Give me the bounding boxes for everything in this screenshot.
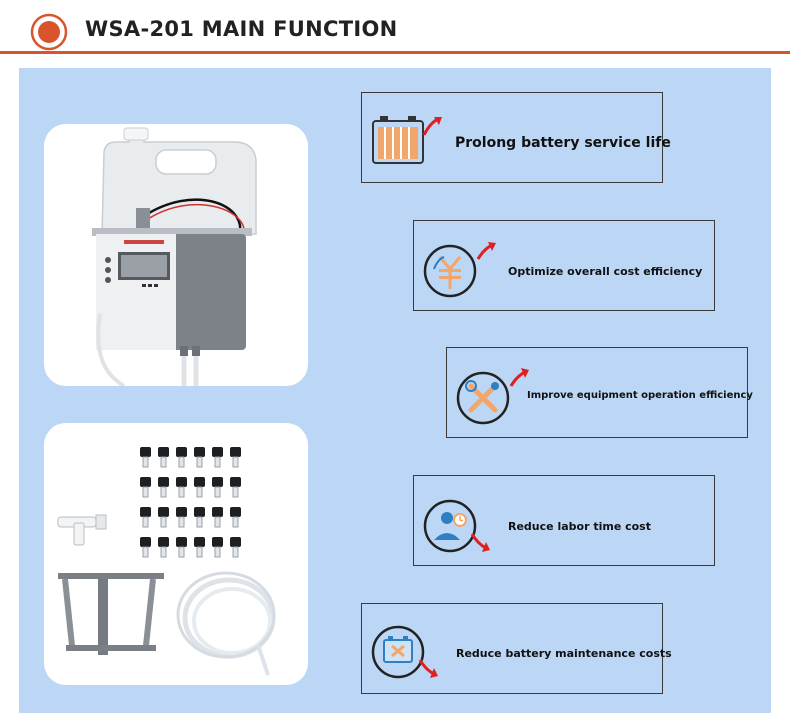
feature-box-operation-efficiency: Improve equipment operation efficiency <box>446 347 753 438</box>
drip-nozzle <box>212 537 223 558</box>
drip-nozzle <box>158 537 169 558</box>
drip-nozzle <box>194 447 205 468</box>
tools-icon <box>456 368 529 425</box>
drip-nozzle <box>140 507 151 528</box>
drip-nozzle <box>230 537 241 558</box>
feature-label: Improve equipment operation efficiency <box>527 390 753 401</box>
drip-nozzle <box>230 447 241 468</box>
feature-label: Prolong battery service life <box>455 135 671 151</box>
page-title: WSA-201 MAIN FUNCTION <box>85 17 398 41</box>
drip-nozzle <box>176 477 187 498</box>
worker-clock-icon <box>423 499 490 553</box>
feature-label: Reduce battery maintenance costs <box>456 647 672 660</box>
feature-box-labor-time: Reduce labor time cost <box>413 475 715 566</box>
feature-box-cost-efficiency: Optimize overall cost efficiency <box>413 220 715 311</box>
accessories-image <box>57 447 276 676</box>
drip-nozzle <box>212 447 223 468</box>
drip-nozzle <box>158 507 169 528</box>
feature-box-battery-life: Prolong battery service life <box>361 92 671 183</box>
drip-nozzle <box>140 447 151 468</box>
feature-box-maintenance-costs: Reduce battery maintenance costs <box>361 603 672 694</box>
drip-nozzle <box>176 507 187 528</box>
yuan-icon <box>423 242 496 298</box>
drip-nozzle <box>230 477 241 498</box>
drip-nozzle <box>230 507 241 528</box>
device-image-card <box>44 124 308 386</box>
header-divider <box>0 51 790 54</box>
circle-logo-icon <box>30 13 68 51</box>
drip-nozzle <box>176 537 187 558</box>
drip-nozzle <box>212 477 223 498</box>
drip-nozzle <box>140 537 151 558</box>
drip-nozzle <box>158 447 169 468</box>
page-header: WSA-201 MAIN FUNCTION <box>0 0 790 56</box>
drip-nozzle <box>140 477 151 498</box>
drip-nozzle <box>212 507 223 528</box>
feature-label: Optimize overall cost efficiency <box>508 265 703 278</box>
battery-x-icon <box>371 625 438 679</box>
drip-nozzle <box>194 507 205 528</box>
battery-icon <box>372 116 442 164</box>
drip-nozzle <box>176 447 187 468</box>
drip-nozzle <box>194 537 205 558</box>
drip-nozzle <box>158 477 169 498</box>
feature-label: Reduce labor time cost <box>508 520 651 533</box>
drip-nozzle <box>194 477 205 498</box>
device-image <box>92 127 257 386</box>
accessories-image-card <box>44 423 308 685</box>
